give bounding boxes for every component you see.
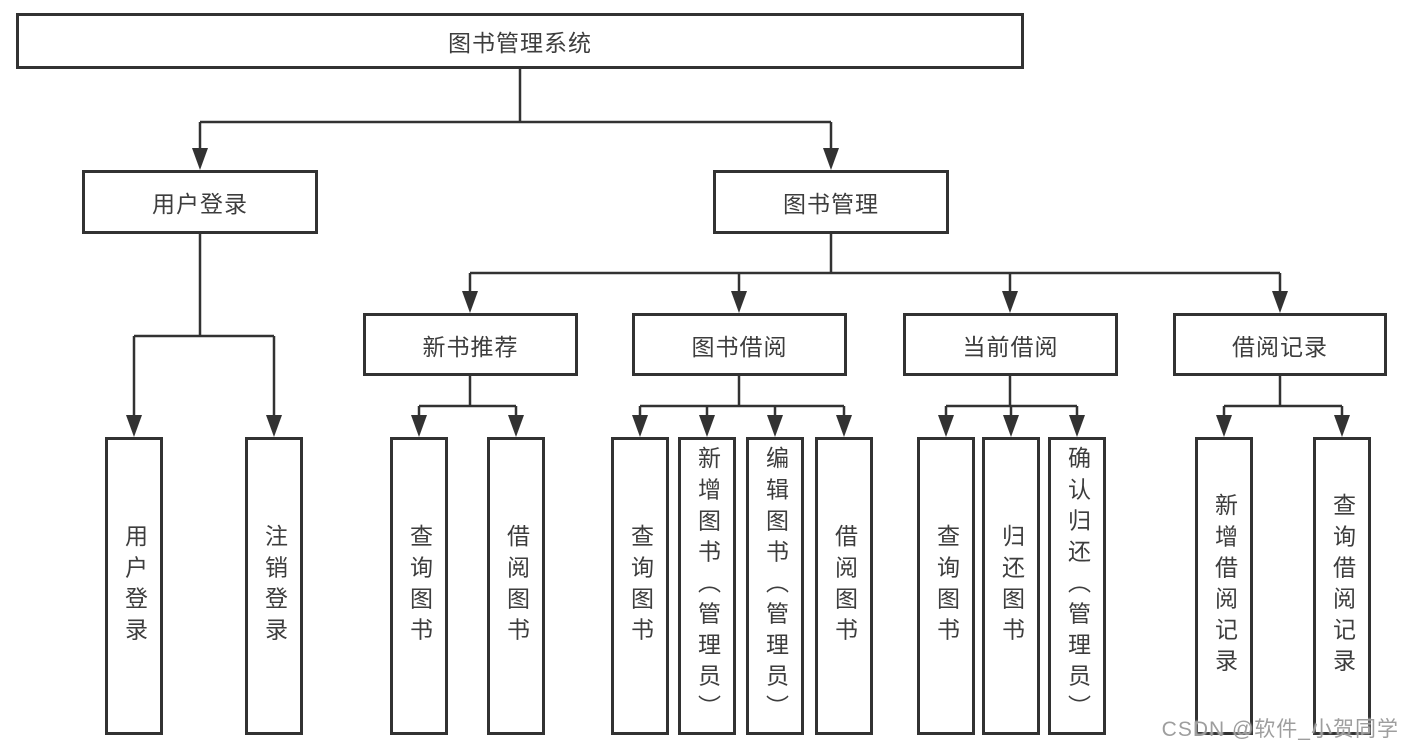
node-user-login-label: 用户登录 [152, 191, 248, 217]
leaf-query-books-3: 查询图书 [917, 437, 975, 735]
leaf-query-books-3-label: 查询图书 [933, 523, 960, 649]
leaf-return-books: 归还图书 [982, 437, 1040, 735]
leaf-borrow-books-1-label: 借阅图书 [503, 523, 530, 649]
node-book-borrow-label: 图书借阅 [691, 333, 788, 360]
leaf-confirm-return-admin: 确认归还（管理员） [1048, 437, 1106, 735]
leaf-borrow-books-2-label: 借阅图书 [831, 523, 858, 649]
leaf-add-borrow-record: 新增借阅记录 [1195, 437, 1253, 735]
node-book-management-label: 图书管理 [783, 191, 879, 217]
leaf-add-books-admin-label: 新增图书（管理员） [694, 446, 721, 726]
leaf-user-login: 用户登录 [105, 437, 163, 735]
node-new-book-recommend: 新书推荐 [363, 313, 578, 376]
node-book-borrow: 图书借阅 [632, 313, 847, 376]
node-book-management: 图书管理 [713, 170, 949, 234]
leaf-query-books-2-label: 查询图书 [627, 523, 654, 649]
leaf-borrow-books-1: 借阅图书 [487, 437, 545, 735]
leaf-edit-books-admin-label: 编辑图书（管理员） [762, 446, 789, 726]
leaf-query-borrow-record-label: 查询借阅记录 [1329, 492, 1356, 680]
arrowheads [126, 148, 1350, 437]
leaf-query-books-1-label: 查询图书 [406, 523, 433, 649]
node-borrow-records: 借阅记录 [1173, 313, 1387, 376]
leaf-query-borrow-record: 查询借阅记录 [1313, 437, 1371, 735]
leaf-add-borrow-record-label: 新增借阅记录 [1211, 492, 1238, 680]
leaf-borrow-books-2: 借阅图书 [815, 437, 873, 735]
leaf-add-books-admin: 新增图书（管理员） [678, 437, 736, 735]
leaf-user-login-label: 用户登录 [121, 523, 148, 649]
node-user-login: 用户登录 [82, 170, 318, 234]
node-root-label: 图书管理系统 [448, 30, 592, 56]
leaf-query-books-2: 查询图书 [611, 437, 669, 735]
leaf-logout-label: 注销登录 [261, 523, 288, 649]
leaf-query-books-1: 查询图书 [390, 437, 448, 735]
leaf-logout: 注销登录 [245, 437, 303, 735]
csdn-watermark: CSDN @软件_小贺同学 [1161, 718, 1399, 741]
leaf-return-books-label: 归还图书 [998, 523, 1025, 649]
node-new-book-recommend-label: 新书推荐 [422, 333, 519, 360]
leaf-confirm-return-admin-label: 确认归还（管理员） [1064, 446, 1091, 726]
node-borrow-records-label: 借阅记录 [1232, 333, 1328, 360]
node-current-borrow: 当前借阅 [903, 313, 1118, 376]
node-root-library-system: 图书管理系统 [16, 13, 1024, 69]
node-current-borrow-label: 当前借阅 [962, 333, 1059, 360]
leaf-edit-books-admin: 编辑图书（管理员） [746, 437, 804, 735]
